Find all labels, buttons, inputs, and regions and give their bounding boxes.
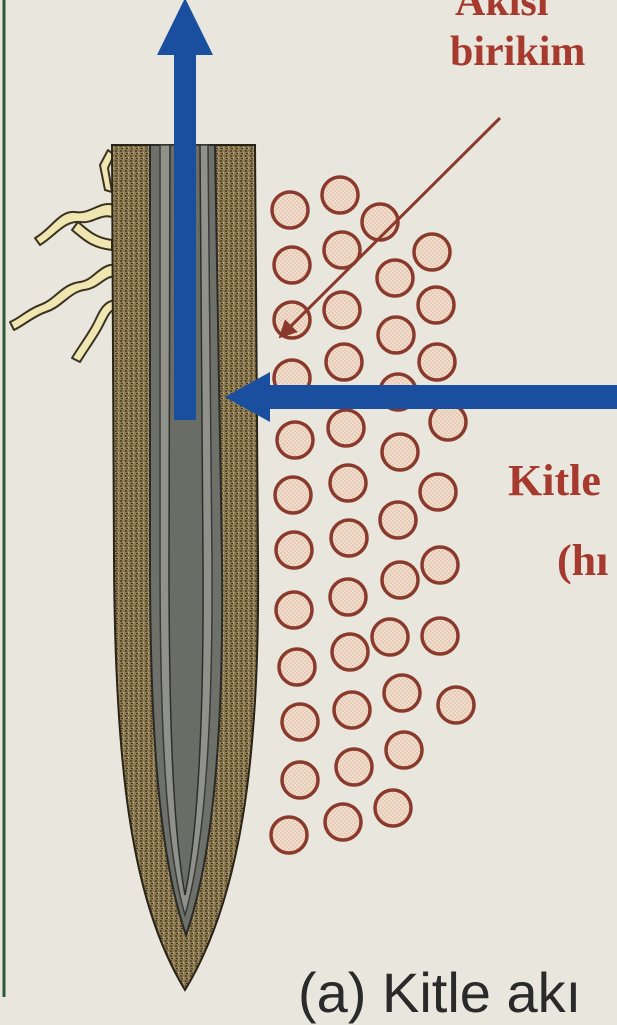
diffusion-arrow bbox=[285, 118, 500, 332]
soil-particle bbox=[330, 579, 366, 615]
soil-particle bbox=[419, 344, 455, 380]
soil-particle bbox=[328, 410, 364, 446]
soil-particle bbox=[414, 234, 450, 270]
soil-particle bbox=[331, 520, 367, 556]
soil-particle bbox=[279, 649, 315, 685]
soil-particle bbox=[330, 465, 366, 501]
soil-particle bbox=[274, 247, 310, 283]
soil-particle bbox=[275, 477, 311, 513]
soil-particle bbox=[276, 532, 312, 568]
soil-particle bbox=[274, 302, 310, 338]
soil-particle bbox=[382, 562, 418, 598]
soil-particle bbox=[334, 692, 370, 728]
soil-particle bbox=[380, 502, 416, 538]
root-hair bbox=[72, 222, 112, 250]
soil-particle bbox=[438, 687, 474, 723]
soil-particle bbox=[420, 474, 456, 510]
soil-particle bbox=[332, 634, 368, 670]
soil-particle bbox=[336, 749, 372, 785]
caption-bottom: (a) Kitle akı bbox=[298, 960, 581, 1025]
soil-particle bbox=[386, 732, 422, 768]
soil-particle bbox=[422, 547, 458, 583]
soil-particle bbox=[382, 434, 418, 470]
soil-particle bbox=[372, 619, 408, 655]
soil-particle bbox=[418, 287, 454, 323]
label-top-cut: Akısı bbox=[455, 0, 548, 26]
soil-particle bbox=[378, 317, 414, 353]
soil-particle bbox=[362, 204, 398, 240]
soil-particle bbox=[325, 804, 361, 840]
soil-particle bbox=[422, 618, 458, 654]
label-mass-flow: Kitle bbox=[508, 455, 601, 506]
label-accumulation: birikim bbox=[450, 28, 585, 76]
soil-particle bbox=[276, 592, 312, 628]
soil-particle bbox=[282, 762, 318, 798]
root-hair bbox=[72, 300, 115, 362]
soil-particle bbox=[377, 260, 413, 296]
diagram-stage: Akısı birikim Kitle (hı (a) Kitle akı bbox=[0, 0, 617, 997]
soil-particle bbox=[271, 817, 307, 853]
root-hairs bbox=[10, 150, 118, 362]
soil-particle bbox=[282, 704, 318, 740]
soil-particle bbox=[277, 422, 313, 458]
soil-particle bbox=[375, 790, 411, 826]
soil-particles bbox=[271, 177, 474, 853]
soil-particle bbox=[272, 192, 308, 228]
soil-particle bbox=[326, 344, 362, 380]
soil-particle bbox=[430, 404, 466, 440]
label-mass-flow-paren: (hı bbox=[557, 535, 608, 586]
soil-particle bbox=[322, 177, 358, 213]
soil-particle bbox=[324, 292, 360, 328]
soil-particle bbox=[384, 675, 420, 711]
